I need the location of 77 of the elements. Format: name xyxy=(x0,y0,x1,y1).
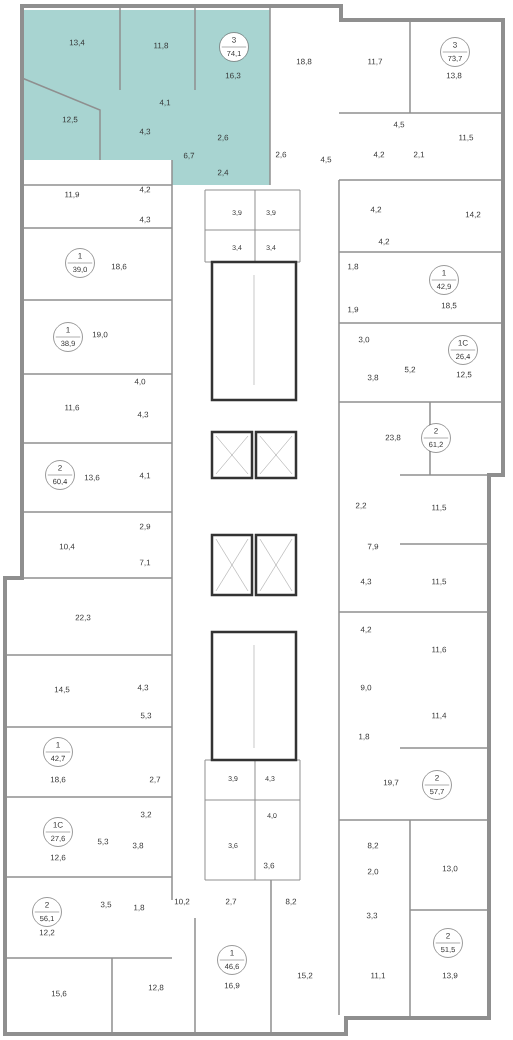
room-area-label: 23,8 xyxy=(385,434,401,442)
room-area-label: 3,0 xyxy=(358,336,370,344)
room-area-label: 4,2 xyxy=(370,206,382,214)
room-area-label: 4,5 xyxy=(320,156,332,164)
room-area-label: 4,2 xyxy=(139,186,151,194)
room-area-label: 4,0 xyxy=(134,378,146,386)
room-area-label: 10,4 xyxy=(59,543,75,551)
room-area-label: 2,2 xyxy=(355,502,367,510)
room-area-label: 2,6 xyxy=(217,134,229,142)
room-area-label: 3,2 xyxy=(140,811,152,819)
room-area-label: 11,8 xyxy=(154,42,169,50)
room-area-label: 11,5 xyxy=(432,504,447,512)
room-area-label: 5,3 xyxy=(140,712,152,720)
room-area-label: 4,3 xyxy=(137,684,149,692)
room-area-label: 16,3 xyxy=(225,72,241,80)
room-area-label: 14,2 xyxy=(465,211,481,219)
room-area-label: 4,1 xyxy=(159,99,171,107)
room-area-label: 18,6 xyxy=(50,776,66,784)
room-area-label: 11,4 xyxy=(432,712,447,720)
room-area-label: 2,0 xyxy=(367,868,379,876)
room-area-label: 5,2 xyxy=(404,366,416,374)
room-area-label: 3,8 xyxy=(367,374,379,382)
room-area-label: 6,7 xyxy=(183,152,195,160)
room-area-label: 13,0 xyxy=(442,865,458,873)
room-area-label: 11,6 xyxy=(432,646,447,654)
room-area-label: 5,3 xyxy=(97,838,109,846)
room-area-label: 12,6 xyxy=(50,854,66,862)
room-area-label: 3,5 xyxy=(100,901,112,909)
room-area-label: 15,2 xyxy=(297,972,313,980)
room-area-label: 1,8 xyxy=(134,904,145,912)
room-area-label: 4,2 xyxy=(360,626,372,634)
room-area-label: 8,2 xyxy=(285,898,297,906)
room-area-label: 12,8 xyxy=(148,984,164,992)
room-area-label: 4,2 xyxy=(378,238,390,246)
room-area-label: 2,7 xyxy=(225,898,237,906)
room-area-label: 13,6 xyxy=(84,474,100,482)
room-area-label: 4,3 xyxy=(139,128,151,136)
room-area-label: 16,9 xyxy=(224,982,240,990)
room-area-label: 8,2 xyxy=(367,842,379,850)
room-area-label: 11,5 xyxy=(432,578,447,586)
room-area-label: 22,3 xyxy=(75,614,91,622)
room-area-label: 13,9 xyxy=(442,972,458,980)
room-area-label: 19,0 xyxy=(92,331,108,339)
room-area-label: 11,1 xyxy=(371,972,386,980)
room-area-label: 13,4 xyxy=(69,39,85,47)
room-area-label: 4,3 xyxy=(137,411,149,419)
room-area-label: 3,8 xyxy=(132,842,144,850)
room-area-label: 2,4 xyxy=(217,169,229,177)
room-area-label: 12,5 xyxy=(62,116,78,124)
room-area-label: 4,3 xyxy=(139,216,151,224)
room-area-label: 2,6 xyxy=(275,151,287,159)
room-area-label: 11,6 xyxy=(65,404,80,412)
room-area-label: 14,5 xyxy=(54,686,70,694)
room-area-label: 1,8 xyxy=(348,263,359,271)
room-area-label: 18,8 xyxy=(296,58,312,66)
room-area-label: 2,7 xyxy=(149,776,161,784)
room-area-label: 4,1 xyxy=(139,472,151,480)
room-area-label: 4,3 xyxy=(360,578,372,586)
room-area-label: 9,0 xyxy=(360,684,372,692)
room-area-label: 11,7 xyxy=(368,58,383,66)
room-area-label: 19,7 xyxy=(383,779,399,787)
room-area-label: 3,6 xyxy=(263,862,275,870)
room-area-label: 7,1 xyxy=(139,559,151,567)
room-area-label: 4,2 xyxy=(373,151,385,159)
room-area-label: 7,9 xyxy=(367,543,379,551)
room-area-label: 11,9 xyxy=(65,191,80,199)
room-area-label: 1,8 xyxy=(359,733,370,741)
room-area-label: 10,2 xyxy=(174,898,190,906)
room-area-label: 1,9 xyxy=(348,306,359,314)
room-area-label: 18,5 xyxy=(441,302,457,310)
room-area-label: 11,5 xyxy=(459,134,474,142)
room-area-label: 3,3 xyxy=(366,912,378,920)
room-area-label: 2,9 xyxy=(139,523,151,531)
room-area-label: 18,6 xyxy=(111,263,127,271)
room-area-label: 2,1 xyxy=(413,151,425,159)
room-area-label: 4,5 xyxy=(393,121,405,129)
room-area-label: 15,6 xyxy=(51,990,67,998)
